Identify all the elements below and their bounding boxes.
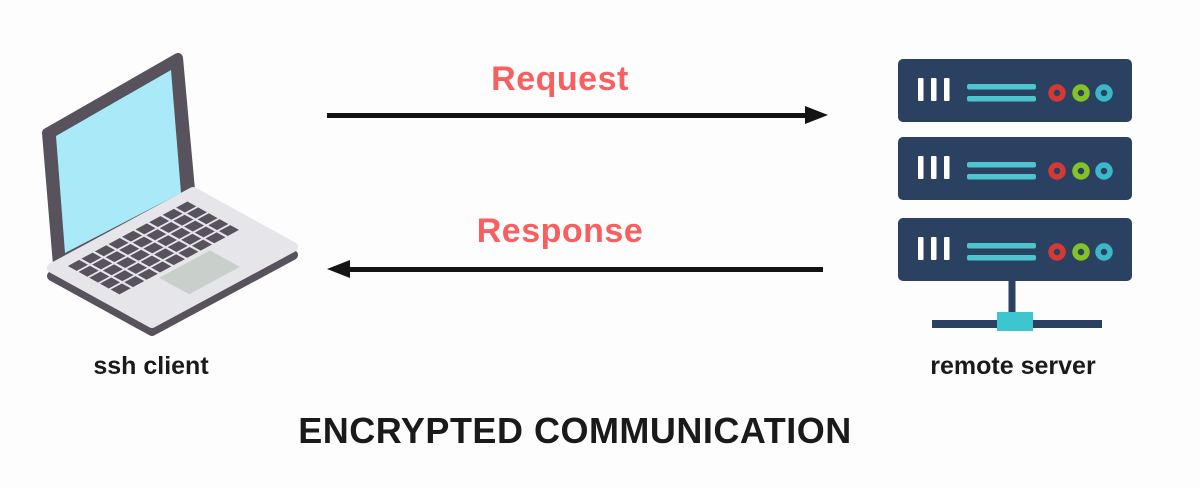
response-arrow: [327, 260, 823, 278]
request-arrowhead-icon: [805, 106, 828, 124]
server-network-cable: [1008, 280, 1016, 318]
server-vent-bar: [918, 156, 924, 179]
laptop-key: [108, 238, 129, 249]
server-chassis: [898, 59, 1132, 122]
laptop-key: [110, 283, 131, 295]
server-vent-bar: [944, 156, 950, 179]
ssh-client-laptop-illustration: [42, 53, 298, 336]
server-unit: [898, 218, 1132, 281]
server-vent-bar: [918, 78, 924, 101]
response-arrowhead-icon: [327, 260, 350, 278]
laptop-key: [99, 277, 121, 289]
laptop-key: [149, 216, 170, 228]
server-drive-slot: [967, 174, 1036, 180]
laptop-key: [156, 235, 178, 247]
laptop-key: [127, 262, 148, 274]
server-vent-bar: [918, 237, 924, 260]
laptop-touchpad: [159, 250, 240, 295]
laptop-key: [105, 251, 126, 263]
laptop-key: [81, 252, 102, 264]
response-arrow-shaft: [350, 266, 823, 272]
laptop-key: [102, 264, 123, 276]
laptop-key: [191, 239, 212, 251]
laptop-key: [78, 265, 99, 277]
laptop-key: [119, 243, 140, 255]
server-led-green-indicator-icon: [1072, 162, 1090, 180]
laptop-key: [167, 241, 188, 252]
laptop-key: [208, 219, 229, 231]
server-drive-slot: [967, 162, 1036, 168]
laptop-key: [67, 259, 88, 271]
laptop-key: [113, 270, 134, 282]
laptop-key: [135, 223, 156, 235]
server-vent-bar: [931, 156, 937, 179]
laptop-key: [178, 246, 199, 258]
server-drive-slot: [967, 243, 1036, 249]
server-led-cyan-indicator-icon: [1095, 84, 1113, 102]
laptop-key: [197, 213, 218, 225]
server-chassis: [898, 137, 1132, 200]
server-chassis: [898, 218, 1132, 281]
server-led-green-indicator-icon: [1072, 243, 1090, 261]
laptop-key: [164, 254, 185, 266]
laptop-key: [205, 232, 226, 244]
laptop-key: [129, 249, 150, 261]
laptop-key: [186, 207, 207, 219]
laptop-key: [159, 222, 180, 233]
server-drive-slot: [967, 255, 1036, 261]
server-vent-bar: [944, 78, 950, 101]
request-arrow: [327, 106, 828, 124]
server-vent-bar: [944, 237, 950, 260]
request-arrow-shaft: [327, 112, 805, 118]
page-title: ENCRYPTED COMMUNICATION: [298, 410, 852, 451]
server-network-node: [997, 312, 1033, 331]
server-drive-slot: [967, 84, 1036, 90]
laptop-key: [94, 245, 116, 257]
laptop-key: [184, 220, 205, 232]
laptop-screen: [56, 70, 181, 253]
laptop-key: [218, 225, 240, 236]
server-led-cyan-indicator-icon: [1095, 162, 1113, 180]
request-label: Request: [491, 60, 629, 98]
server-vent-bar: [931, 78, 937, 101]
server-led-cyan-indicator-icon: [1095, 243, 1113, 261]
laptop-key: [154, 248, 175, 260]
remote-server-rack-illustration: [898, 59, 1132, 331]
server-led-green-indicator-icon: [1072, 84, 1090, 102]
laptop-key: [122, 230, 143, 242]
laptop-key: [151, 261, 172, 273]
ssh-client-label: ssh client: [93, 352, 209, 380]
server-led-red-indicator-icon: [1048, 243, 1066, 261]
laptop-key: [170, 227, 191, 239]
laptop-key: [162, 208, 183, 220]
server-unit: [898, 59, 1132, 122]
laptop-key: [143, 242, 164, 254]
laptop-key: [173, 214, 194, 226]
server-drive-slot: [967, 96, 1036, 102]
response-label: Response: [476, 212, 644, 250]
server-unit: [898, 137, 1132, 200]
laptop-key: [194, 226, 215, 238]
server-led-red-indicator-icon: [1048, 162, 1066, 180]
laptop-key: [89, 271, 110, 283]
server-vent-bar: [931, 237, 937, 260]
laptop-key: [124, 276, 145, 288]
laptop-key: [116, 257, 137, 268]
laptop-keyboard: [67, 201, 240, 295]
remote-server-label: remote server: [930, 352, 1096, 380]
laptop-key: [146, 229, 167, 241]
laptop-key: [140, 255, 161, 267]
laptop-key: [92, 258, 113, 270]
laptop-key: [176, 201, 197, 213]
server-led-red-indicator-icon: [1048, 84, 1066, 102]
laptop-key: [132, 236, 153, 248]
laptop-key: [137, 268, 158, 280]
laptop-key: [181, 233, 202, 245]
